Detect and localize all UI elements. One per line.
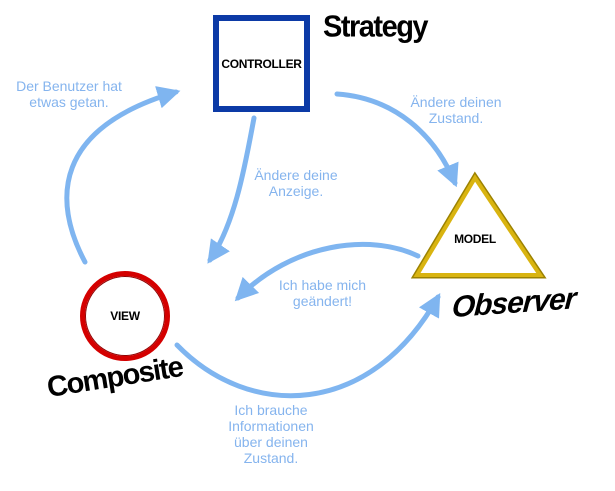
model-triangle <box>413 174 544 277</box>
arrow-model-to-view <box>234 241 421 302</box>
arrow-view-to-model <box>174 292 441 399</box>
controller-label: CONTROLLER <box>221 56 302 71</box>
message-i-changed: Ich habe mich geändert! <box>278 277 367 310</box>
message-change-state: Ändere deinen Zustand. <box>410 94 502 127</box>
message-change-display: Ändere deine Anzeige. <box>254 167 338 200</box>
pattern-title-strategy: Strategy <box>323 10 429 44</box>
arrow-view-to-controller <box>64 86 181 265</box>
view-node: VIEW <box>80 271 170 361</box>
arrow-controller-to-view <box>207 115 257 264</box>
message-need-info: Ich brauche Informationen über deinen Zu… <box>228 402 314 467</box>
message-user-action: Der Benutzer hat etwas getan. <box>16 78 122 111</box>
controller-node: CONTROLLER <box>213 15 310 112</box>
arrow-controller-to-model <box>334 91 459 188</box>
model-label: MODEL <box>454 232 496 246</box>
view-label: VIEW <box>110 309 140 323</box>
